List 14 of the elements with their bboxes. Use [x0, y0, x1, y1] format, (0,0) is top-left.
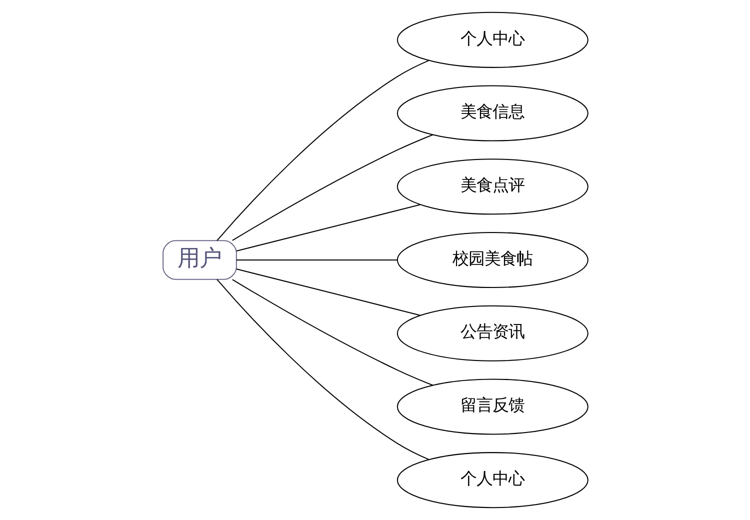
node-ellipse: 校园美食帖	[396, 232, 588, 288]
connector	[236, 268, 420, 316]
connector	[236, 204, 420, 252]
connector	[232, 134, 432, 241]
connector	[216, 279, 428, 460]
node-ellipse: 公告资讯	[396, 305, 588, 362]
node-ellipse: 留言反馈	[396, 378, 588, 435]
connector	[232, 279, 432, 386]
node-ellipse: 个人中心	[396, 12, 588, 68]
connector	[216, 60, 428, 241]
node-box: 用户	[162, 240, 236, 280]
node-ellipse: 美食信息	[396, 85, 588, 142]
node-ellipse: 个人中心	[396, 452, 588, 508]
node-ellipse: 美食点评	[396, 158, 588, 215]
